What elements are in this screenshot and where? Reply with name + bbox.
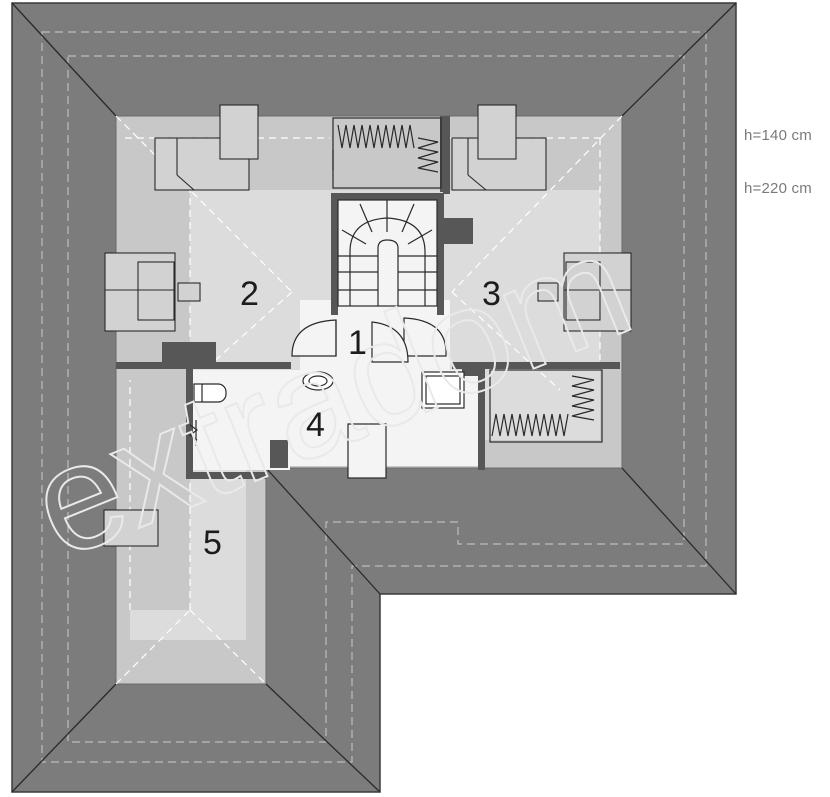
room-3-furniture <box>451 104 632 332</box>
staircase <box>337 199 438 307</box>
roof-hip-lines <box>11 2 737 793</box>
room-number-3: 3 <box>482 275 501 313</box>
room-number-5: 5 <box>203 524 222 562</box>
room-number-1: 1 <box>348 324 367 362</box>
roof-wall-line <box>67 55 685 743</box>
wardrobes <box>332 117 603 443</box>
room-5-furniture <box>103 509 159 547</box>
doors <box>291 317 447 363</box>
walls <box>116 116 620 479</box>
legend-low-clearance: h=140 cm <box>744 127 812 144</box>
room-number-4: 4 <box>306 406 325 444</box>
room-number-2: 2 <box>240 275 259 313</box>
bathroom-fixtures <box>188 371 465 479</box>
bathroom-floor <box>192 370 482 470</box>
legend-high-clearance: h=220 cm <box>744 180 812 197</box>
room-2-furniture <box>104 104 259 332</box>
